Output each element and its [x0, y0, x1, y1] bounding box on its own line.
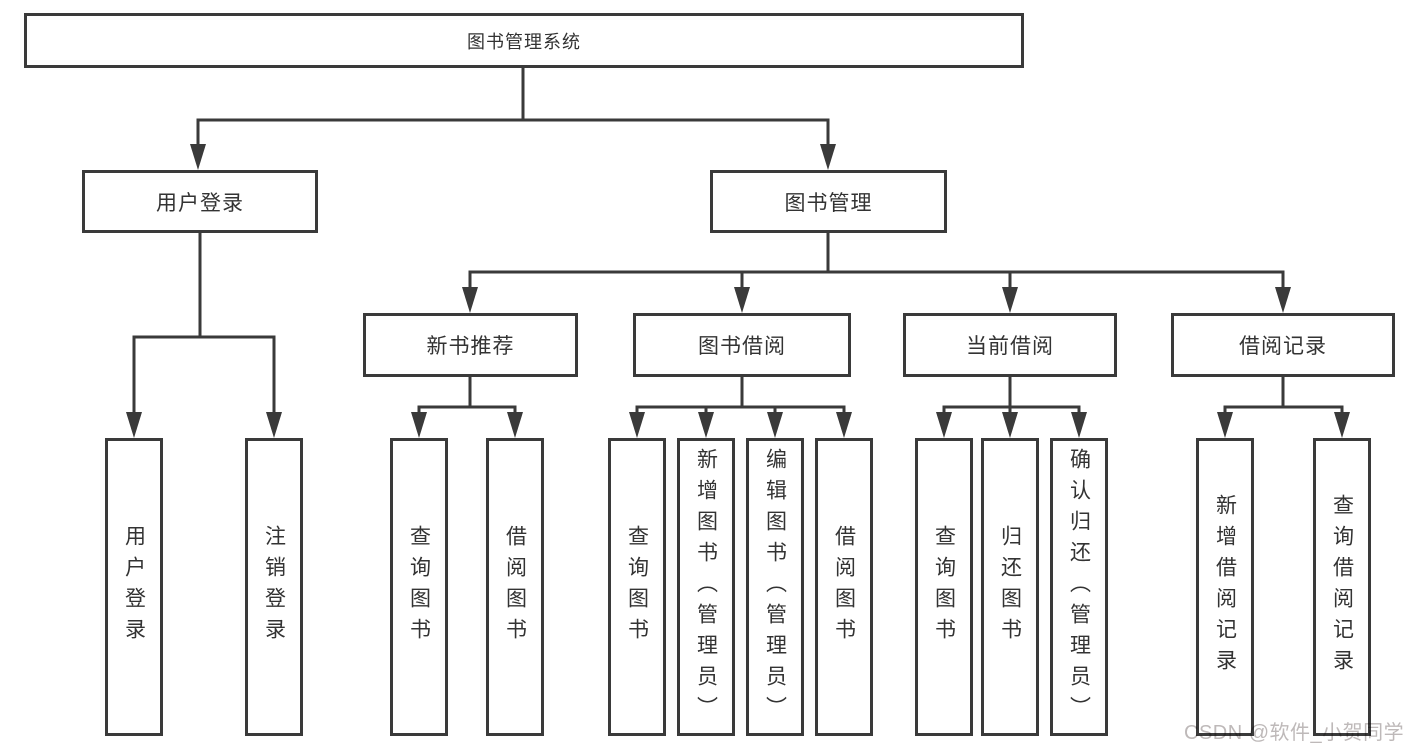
leaf-query-books-recommend-label: 查询图书 — [409, 525, 430, 649]
watermark: CSDN @软件_小贺同学 — [1184, 716, 1404, 745]
leaf-query-books-current: 查询图书 — [915, 438, 973, 736]
leaf-borrow-books-recommend-label: 借阅图书 — [505, 525, 526, 649]
node-user-login: 用户登录 — [82, 170, 318, 233]
leaf-add-borrow-record: 新增借阅记录 — [1196, 438, 1254, 736]
leaf-edit-book-admin-label: 编辑图书（管理员） — [765, 448, 786, 727]
leaf-add-book-admin-label: 新增图书（管理员） — [696, 448, 717, 727]
node-book-management: 图书管理 — [710, 170, 947, 233]
node-borrow-records-label: 借阅记录 — [1239, 330, 1327, 360]
node-book-borrowing-label: 图书借阅 — [698, 330, 786, 360]
node-root-label: 图书管理系统 — [467, 28, 581, 54]
leaf-user-login-label: 用户登录 — [124, 525, 145, 649]
leaf-return-book: 归还图书 — [981, 438, 1039, 736]
node-borrow-records: 借阅记录 — [1171, 313, 1395, 377]
leaf-query-borrow-record-label: 查询借阅记录 — [1332, 494, 1353, 680]
node-new-book-recommend: 新书推荐 — [363, 313, 578, 377]
node-book-management-label: 图书管理 — [785, 187, 873, 217]
leaf-borrow-books-borrowing-label: 借阅图书 — [834, 525, 855, 649]
node-current-borrowing: 当前借阅 — [903, 313, 1117, 377]
leaf-query-books-current-label: 查询图书 — [934, 525, 955, 649]
leaf-edit-book-admin: 编辑图书（管理员） — [746, 438, 804, 736]
node-current-borrowing-label: 当前借阅 — [966, 330, 1054, 360]
leaf-borrow-books-borrowing: 借阅图书 — [815, 438, 873, 736]
leaf-query-borrow-record: 查询借阅记录 — [1313, 438, 1371, 736]
leaf-query-books-borrowing: 查询图书 — [608, 438, 666, 736]
leaf-return-book-label: 归还图书 — [1000, 525, 1021, 649]
leaf-confirm-return-admin: 确认归还（管理员） — [1050, 438, 1108, 736]
leaf-add-book-admin: 新增图书（管理员） — [677, 438, 735, 736]
leaf-borrow-books-recommend: 借阅图书 — [486, 438, 544, 736]
node-user-login-label: 用户登录 — [156, 187, 244, 217]
leaf-logout: 注销登录 — [245, 438, 303, 736]
node-root: 图书管理系统 — [24, 13, 1024, 68]
leaf-user-login: 用户登录 — [105, 438, 163, 736]
leaf-add-borrow-record-label: 新增借阅记录 — [1215, 494, 1236, 680]
leaf-logout-label: 注销登录 — [264, 525, 285, 649]
leaf-confirm-return-admin-label: 确认归还（管理员） — [1069, 448, 1090, 727]
leaf-query-books-recommend: 查询图书 — [390, 438, 448, 736]
node-book-borrowing: 图书借阅 — [633, 313, 851, 377]
leaf-query-books-borrowing-label: 查询图书 — [627, 525, 648, 649]
node-new-book-recommend-label: 新书推荐 — [427, 330, 515, 360]
